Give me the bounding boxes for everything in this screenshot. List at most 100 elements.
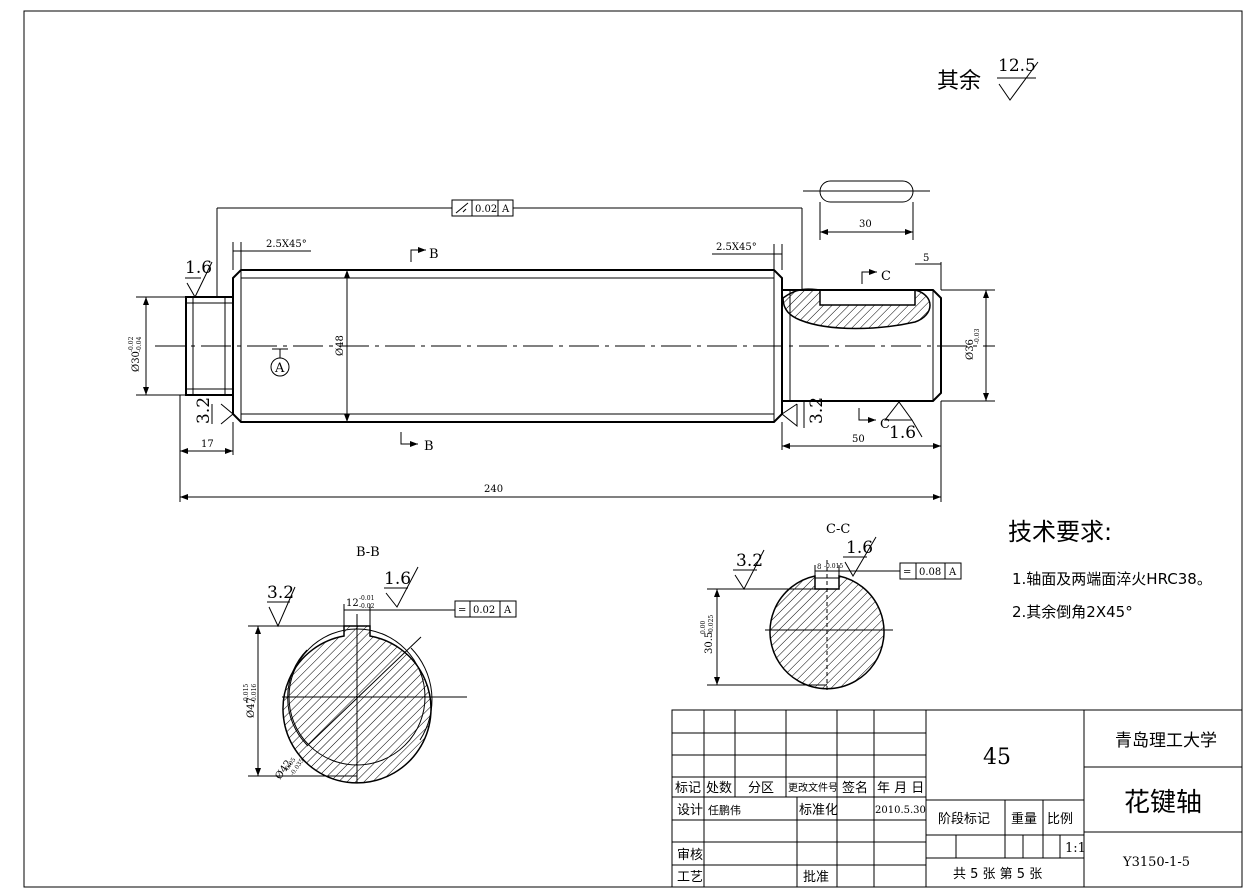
bb-sym-symbol: = [458,605,466,616]
d30-tol-top: -0.02 [128,336,135,352]
key-length-label: 30 [859,219,872,230]
section-c-bottom-label: C [880,417,890,432]
len50-label: 50 [852,434,865,445]
bb-roughness-left-icon [267,586,296,628]
bb-sym-datum: A [503,605,512,616]
chamfer-right-label: 2.5X45° [716,242,757,253]
tb-stage-label: 阶段标记 [938,812,990,827]
cc-roughness-left: 3.2 [736,551,763,571]
keyway-section-hatch [782,288,931,330]
bb-d47-label: Ø47 [246,697,257,718]
cc-sym-symbol: = [903,567,911,578]
d30-label: Ø30 [131,351,142,372]
bb-d47-tol-bot: -0.016 [251,684,258,703]
cc-sym-datum: A [948,567,957,578]
roughness-symbol-icon [997,61,1039,101]
key-offset-label: 5 [923,253,929,264]
roughness-left-top: 1.6 [185,258,212,278]
cc-sym-value: 0.08 [919,567,941,578]
tb-process-label: 工艺 [677,870,703,885]
section-b-bottom-label: B [424,439,434,454]
cc-height-tol-top: 0.00 [700,620,707,634]
bb-roughness-right: 1.6 [384,569,411,589]
section-cc-title: C-C [826,522,850,537]
roughness-note-value: 12.5 [998,56,1036,76]
tb-drawing-number: Y3150-1-5 [1122,855,1190,870]
tb-header-change-doc: 更改文件号 [788,781,838,794]
tech-req-title: 技术要求: [1008,518,1112,546]
cc-roughness-left-icon [733,549,765,591]
roughness-right-bottom: 3.2 [807,397,827,424]
bb-key-tol-top: -0.01 [359,595,374,602]
cc-key-tol: -0.015 [824,563,843,570]
len240-label: 240 [484,484,503,495]
tb-scale-label: 比例 [1047,812,1073,827]
section-bb: B-B Ø47 -0.015 -0.016 Ø42 -0.05 -0.035 1… [243,545,517,784]
cc-height-label: 30.5 [704,632,715,654]
roughness-1-6-left: 1.6 [185,258,213,299]
section-c-bottom-arrow [858,408,876,423]
tb-header-zone: 分区 [748,781,774,796]
tb-part-name: 花键轴 [1124,788,1202,818]
section-c-top-arrow [861,269,877,284]
tb-material: 45 [983,745,1011,770]
tb-header-sign: 签名 [842,780,868,796]
bb-roughness-right-icon [384,566,419,608]
section-b-top-arrow [410,247,426,262]
bb-key-tol-bot: -0.02 [359,603,375,610]
d36-label: Ø36 [965,339,976,360]
d36-tol: -0.03 [974,328,981,344]
runout-tol-value: 0.02 [475,204,497,215]
d30-tol-bot: -0.04 [136,336,143,352]
runout-datum: A [501,204,510,215]
section-bb-title: B-B [356,545,380,560]
bb-symmetry-frame [454,600,517,618]
main-view: A 0.02 A 2.5X45° 2.5X45° B B C C [128,180,995,502]
runout-icon [455,202,469,214]
tech-req-item-2: 2.其余倒角2X45° [1012,603,1133,621]
tb-scale-value: 1:1 [1065,841,1086,856]
tb-school: 青岛理工大学 [1115,731,1217,751]
roughness-3-2-right: 3.2 [781,397,827,428]
drawing-frame [23,10,1243,888]
roughness-note-prefix: 其余 [937,69,981,94]
bb-roughness-left: 3.2 [267,583,294,603]
section-c-top-label: C [881,269,891,284]
section-cc: C-C 30.5 0.00 -0.025 8 -0.015 = 0.08 A 3… [700,522,962,692]
bb-sym-value: 0.02 [473,605,495,616]
surface-roughness-note: 其余 12.5 [937,56,1039,101]
cc-roughness-right: 1.6 [846,538,873,558]
tb-header-date: 年 月 日 [877,781,924,796]
bb-d47-tol-top: -0.015 [243,684,250,703]
roughness-1-6-right: 1.6 [883,401,923,443]
len17-label: 17 [201,439,214,450]
tb-designer: 任鹏伟 [708,804,741,817]
d48-label: Ø48 [335,335,346,356]
roughness-right-label: 1.6 [889,423,916,443]
datum-a-label: A [274,361,285,376]
bb-key-width: 12 [346,598,359,609]
chamfer-left-label: 2.5X45° [266,239,307,250]
tb-weight-label: 重量 [1011,811,1037,827]
roughness-3-2-left: 3.2 [194,397,234,425]
tb-header-count: 处数 [706,781,732,796]
section-b-top-label: B [429,247,439,262]
tb-review-label: 审核 [677,848,703,863]
tb-approve-label: 批准 [803,870,829,885]
cc-height-tol-bot: -0.025 [708,615,715,634]
tech-req-item-1: 1.轴面及两端面淬火HRC38。 [1012,570,1212,588]
tb-header-mark: 标记 [675,781,701,796]
tb-sheets: 共 5 张 第 5 张 [953,867,1042,882]
tb-date: 2010.5.30 [875,805,926,816]
cc-roughness-right-icon [843,536,877,577]
runout-tolerance-frame [451,199,514,217]
technical-requirements: 技术要求: 1.轴面及两端面淬火HRC38。 2.其余倒角2X45° [1008,518,1212,621]
cc-symmetry-frame [899,562,962,580]
section-b-bottom-arrow [400,432,418,447]
cc-key-width: 8 [817,563,821,571]
title-block: 标记 处数 分区 更改文件号 签名 年 月 日 设计 任鹏伟 标准化 2010.… [671,709,1243,888]
tb-standardize-label: 标准化 [799,803,838,818]
tb-design-label: 设计 [677,803,703,818]
roughness-left-bottom: 3.2 [194,397,214,424]
